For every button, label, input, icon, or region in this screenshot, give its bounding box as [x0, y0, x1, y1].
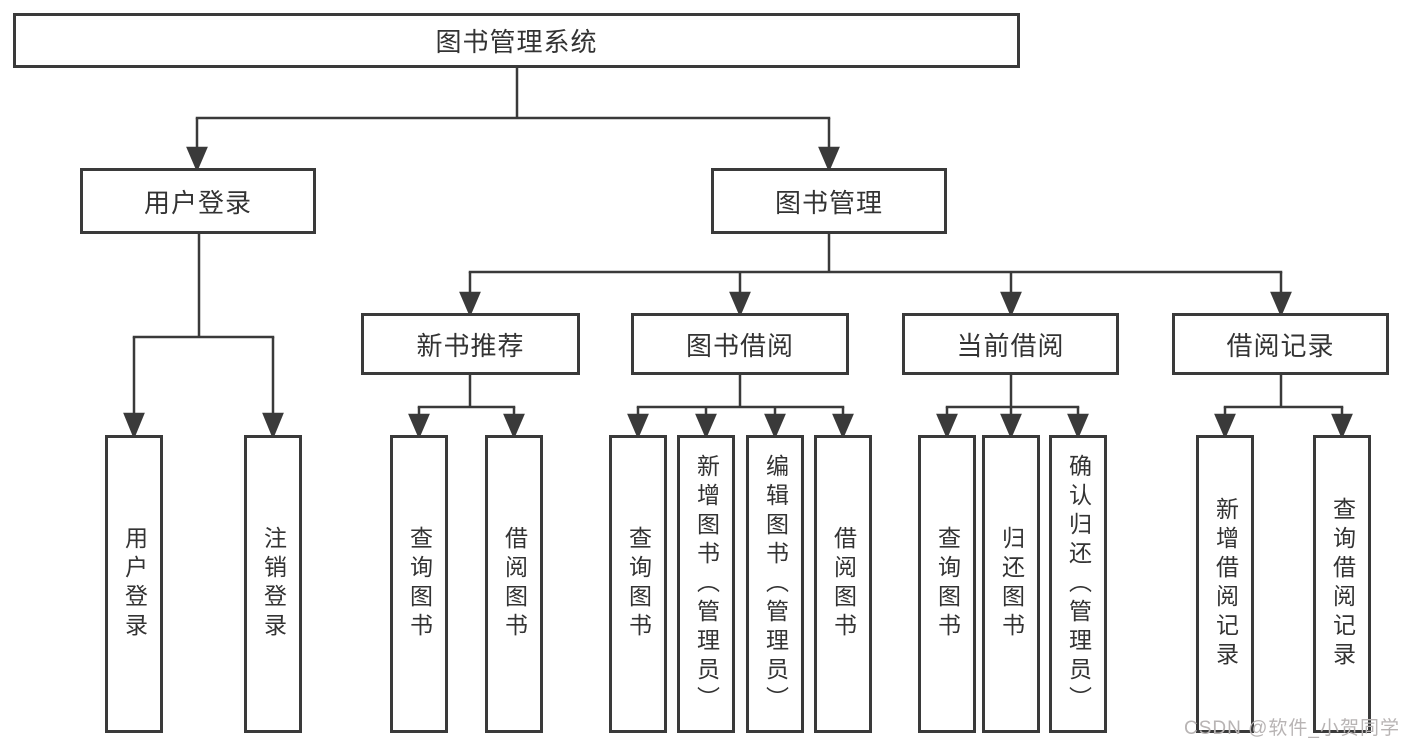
leaf-add-book-admin-label: 新增图书（管理员）	[693, 453, 720, 715]
leaf-query-book-3: 查询图书	[918, 435, 976, 733]
leaf-query-book-1-label: 查询图书	[406, 526, 433, 642]
node-current-borrow-label: 当前借阅	[956, 330, 1065, 361]
leaf-borrow-book-2: 借阅图书	[814, 435, 872, 733]
node-user-login: 用户登录	[80, 168, 316, 234]
leaf-query-book-2-label: 查询图书	[625, 526, 652, 642]
edge-user-login-children	[123, 234, 284, 440]
leaf-borrow-book-2-label: 借阅图书	[830, 526, 857, 642]
leaf-logout: 注销登录	[244, 435, 302, 733]
edge-book-management-to-level3	[459, 234, 1292, 318]
edge-new-book-recommend-children	[408, 375, 525, 440]
leaf-user-login: 用户登录	[105, 435, 163, 733]
node-root: 图书管理系统	[13, 13, 1020, 68]
leaf-edit-book-admin-label: 编辑图书（管理员）	[762, 453, 789, 715]
leaf-add-borrow-record-label: 新增借阅记录	[1212, 497, 1239, 671]
leaf-query-borrow-record: 查询借阅记录	[1313, 435, 1371, 733]
node-borrow-record-label: 借阅记录	[1226, 330, 1335, 361]
node-user-login-label: 用户登录	[143, 187, 252, 218]
node-book-management-label: 图书管理	[774, 187, 883, 218]
leaf-add-book-admin: 新增图书（管理员）	[677, 435, 735, 733]
leaf-borrow-book-1-label: 借阅图书	[501, 526, 528, 642]
edge-current-borrow-children	[936, 375, 1089, 440]
leaf-return-book-label: 归还图书	[998, 526, 1025, 642]
node-book-management: 图书管理	[711, 168, 947, 234]
leaf-return-book: 归还图书	[982, 435, 1040, 733]
leaf-query-book-2: 查询图书	[609, 435, 667, 733]
node-new-book-recommend-label: 新书推荐	[416, 330, 525, 361]
node-borrow-record: 借阅记录	[1172, 313, 1389, 375]
leaf-user-login-label: 用户登录	[121, 526, 148, 642]
leaf-query-book-1: 查询图书	[390, 435, 448, 733]
edge-borrow-record-children	[1214, 375, 1353, 440]
leaf-edit-book-admin: 编辑图书（管理员）	[746, 435, 804, 733]
node-new-book-recommend: 新书推荐	[361, 313, 580, 375]
node-root-label: 图书管理系统	[435, 27, 598, 57]
leaf-query-borrow-record-label: 查询借阅记录	[1329, 497, 1356, 671]
leaf-confirm-return-admin-label: 确认归还（管理员）	[1065, 453, 1092, 715]
leaf-logout-label: 注销登录	[260, 526, 287, 642]
node-book-borrow-label: 图书借阅	[685, 330, 794, 361]
leaf-add-borrow-record: 新增借阅记录	[1196, 435, 1254, 733]
leaf-borrow-book-1: 借阅图书	[485, 435, 543, 733]
csdn-watermark: CSDN @软件_小贺同学	[1184, 718, 1400, 739]
leaf-confirm-return-admin: 确认归还（管理员）	[1049, 435, 1107, 733]
node-current-borrow: 当前借阅	[902, 313, 1119, 375]
node-book-borrow: 图书借阅	[631, 313, 849, 375]
edge-root-to-level2	[186, 67, 840, 173]
leaf-query-book-3-label: 查询图书	[934, 526, 961, 642]
edge-book-borrow-children	[627, 375, 854, 440]
